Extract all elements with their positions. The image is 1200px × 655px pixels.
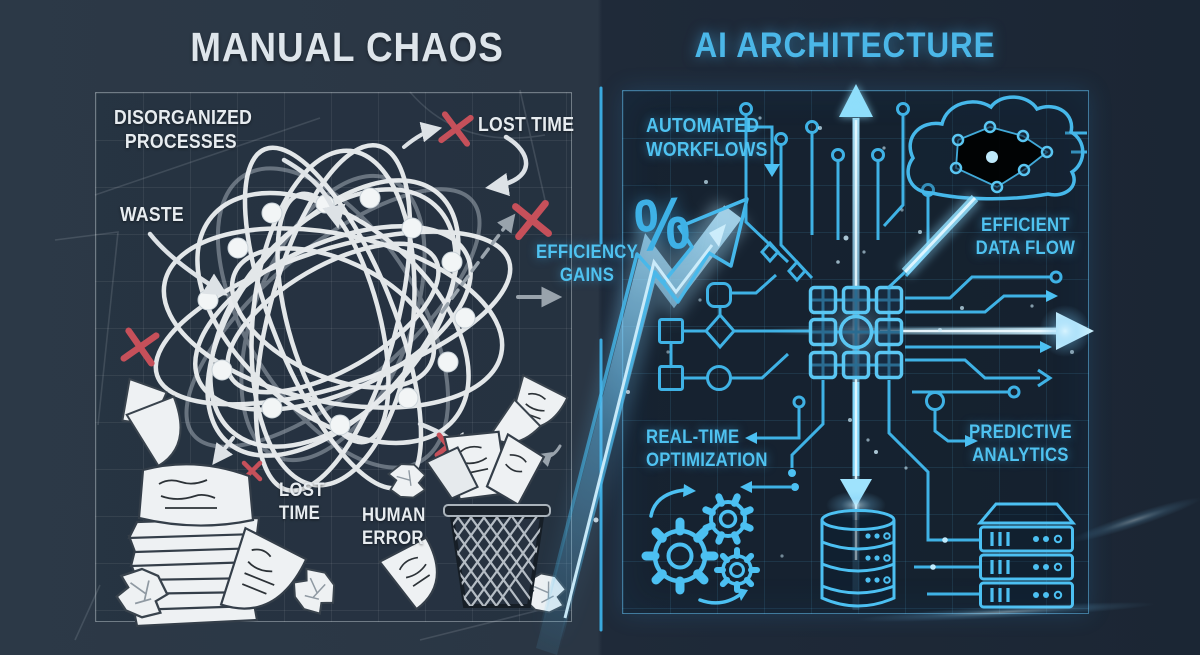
sparkle-particles xyxy=(666,116,1200,622)
cloud-neural-network-icon xyxy=(886,95,1085,290)
label-human-error: HUMAN ERROR xyxy=(362,505,426,549)
gears-icon xyxy=(641,484,760,605)
growth-arrow-icon xyxy=(528,197,749,655)
label-automated-workflows: AUTOMATED WORKFLOWS xyxy=(646,115,768,161)
paper-stack-icon xyxy=(127,463,263,628)
top-terminal-traces xyxy=(739,102,935,283)
red-x-icon xyxy=(120,111,552,482)
label-efficient-data-flow: EFFICIENT DATA FLOW xyxy=(975,215,1076,259)
predictive-pointer-trace xyxy=(925,391,978,447)
tangle-icon xyxy=(153,143,513,493)
label-waste: WASTE xyxy=(120,204,184,226)
bottom-left-traces xyxy=(740,380,825,493)
flying-paper-icon xyxy=(121,373,569,468)
trash-papers xyxy=(425,430,546,507)
manual-chaos-title: MANUAL CHAOS xyxy=(190,24,504,70)
circuit-traces-icon xyxy=(658,102,1087,596)
hub-icon xyxy=(808,285,904,380)
percent-symbol: % xyxy=(632,180,693,268)
bottom-right-traces xyxy=(887,380,979,596)
flying-paper-icon xyxy=(219,526,308,610)
label-disorganized-processes: DISORGANIZED PROCESSES xyxy=(114,107,253,153)
workflow-pointer-trace xyxy=(748,125,780,177)
label-predictive-analytics: PREDICTIVE ANALYTICS xyxy=(968,422,1072,466)
ai-architecture-title: AI ARCHITECTURE xyxy=(694,26,996,65)
label-lost-time-bottom: LOST TIME xyxy=(279,480,325,524)
label-efficiency-gains: EFFICIENCY GAINS xyxy=(536,242,639,286)
sketch-scratches xyxy=(54,89,546,641)
label-lost-time-top: LOST TIME xyxy=(478,114,575,136)
crumpled-paper-icon xyxy=(115,463,568,619)
server-rack-icon xyxy=(976,502,1077,609)
label-real-time-optimization: REAL-TIME OPTIMIZATION xyxy=(646,427,768,471)
right-output-traces xyxy=(905,131,1087,399)
database-icon xyxy=(820,509,896,608)
